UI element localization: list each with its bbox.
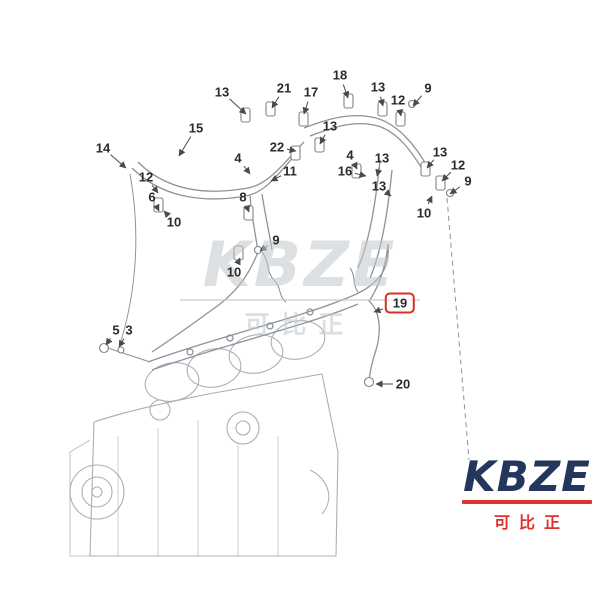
part-callout: 21: [276, 80, 292, 96]
part-callout: 11: [283, 163, 297, 179]
leader-arrow: [319, 134, 327, 145]
leader-arrow: [110, 154, 127, 169]
leader-arrow: [396, 108, 404, 117]
part-callout: 9: [272, 232, 280, 248]
leader-arrow: [441, 171, 452, 182]
part-callout: 4: [346, 147, 354, 163]
part-callout: 10: [166, 214, 182, 230]
leader-arrow: [286, 146, 297, 154]
part-callout: 13: [371, 178, 387, 194]
leader-arrow: [449, 186, 461, 195]
leader-arrow: [243, 204, 250, 213]
part-callout: 12: [450, 157, 466, 173]
leader-arrow: [375, 167, 383, 177]
part-callout: 9: [424, 80, 432, 96]
highlighted-part-callout: 19: [384, 292, 416, 314]
leader-arrow: [426, 159, 435, 169]
part-callout: 12: [390, 92, 406, 108]
part-callout: 3: [125, 322, 133, 338]
part-callout: 16: [337, 163, 353, 179]
part-callout: 8: [239, 189, 247, 205]
callout-leader-arrows: [105, 84, 461, 388]
leader-arrow: [383, 189, 392, 197]
leader-arrow: [302, 101, 310, 115]
engine-block-sketch: [69, 320, 339, 557]
part-callout: 20: [395, 376, 411, 392]
logo-brand-text: KBZE: [463, 452, 591, 501]
leader-arrow: [163, 210, 171, 219]
leader-arrow: [350, 161, 358, 170]
leader-arrow: [151, 184, 159, 194]
part-callout: 22: [269, 139, 285, 155]
part-callout: 13: [432, 144, 448, 160]
part-callout: 4: [234, 150, 242, 166]
part-callout: 10: [226, 264, 242, 280]
part-callout: 9: [464, 173, 472, 189]
leader-arrow: [377, 96, 385, 107]
clamp-symbols: [153, 93, 446, 261]
leader-arrow: [373, 306, 384, 314]
part-callout: 6: [148, 189, 156, 205]
part-callout: 13: [370, 79, 386, 95]
part-callout: 17: [303, 84, 319, 100]
leader-arrow: [229, 98, 247, 115]
part-callout: 5: [112, 322, 120, 338]
logo-cjk-text: 可比正: [493, 513, 569, 533]
part-callout: 18: [332, 67, 348, 83]
logo-underline: [462, 500, 592, 505]
leader-arrow: [354, 171, 367, 178]
part-callout: 13: [374, 150, 390, 166]
leader-arrow: [271, 96, 280, 109]
part-callout: 13: [214, 84, 230, 100]
leader-arrow: [412, 95, 422, 107]
leader-arrow: [105, 337, 113, 346]
leader-arrow: [342, 84, 350, 99]
part-callout: 12: [138, 169, 154, 185]
part-callout: 14: [95, 140, 111, 156]
brand-logo: KBZE 可比正: [460, 452, 594, 533]
leader-arrow: [270, 174, 282, 182]
part-callout: 15: [188, 120, 204, 136]
part-callout: 10: [416, 205, 432, 221]
leader-arrow: [234, 257, 241, 266]
leader-arrow: [259, 244, 269, 252]
leader-arrow: [118, 338, 126, 348]
leader-arrow: [178, 136, 192, 157]
leader-arrow: [243, 165, 251, 175]
leader-arrow: [426, 195, 433, 205]
part-callout: 13: [322, 118, 338, 134]
leader-arrow: [152, 203, 160, 212]
